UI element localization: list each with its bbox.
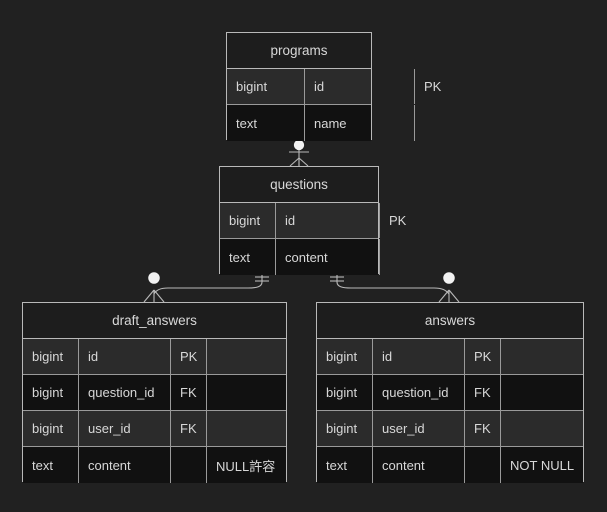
- attribute-type: bigint: [317, 339, 373, 374]
- attribute-key: PK: [465, 339, 501, 374]
- entity-title-answers: answers: [317, 303, 583, 339]
- attribute-key: FK: [465, 375, 501, 410]
- attribute-note: NOT NULL: [510, 457, 575, 473]
- attribute-key: [465, 447, 501, 483]
- attribute-type: bigint: [23, 375, 79, 410]
- attribute-type: text: [317, 447, 373, 483]
- edge-programs-questions: [289, 139, 309, 167]
- attribute-type: bigint: [317, 375, 373, 410]
- attribute-key: PK: [171, 339, 207, 374]
- attribute-name: id: [305, 69, 415, 104]
- entity-title-questions: questions: [220, 167, 378, 203]
- attribute-name: content: [79, 447, 171, 483]
- entity-title-programs: programs: [227, 33, 371, 69]
- attribute-key: PK: [389, 213, 407, 228]
- attribute-name: name: [305, 105, 415, 141]
- attribute-key: FK: [171, 411, 207, 446]
- attribute-name: user_id: [373, 411, 465, 446]
- attribute-key: [380, 239, 418, 275]
- attribute-note: [501, 411, 585, 446]
- attribute-type: bigint: [220, 203, 276, 238]
- attribute-key: [415, 105, 461, 141]
- attribute-note: [207, 339, 288, 374]
- attribute-name: question_id: [79, 375, 171, 410]
- attribute-name: question_id: [373, 375, 465, 410]
- attribute-note: [207, 375, 288, 410]
- attribute-type: text: [220, 239, 276, 275]
- edge-questions-answers: [330, 272, 460, 303]
- attribute-key: [171, 447, 207, 483]
- attribute-type: text: [227, 105, 305, 141]
- attribute-note: [501, 339, 585, 374]
- attribute-note: NULL許容: [216, 458, 276, 474]
- edge-questions-draft-answers: [143, 272, 269, 303]
- attribute-name: id: [373, 339, 465, 374]
- entity-title-draft_answers: draft_answers: [23, 303, 286, 339]
- attribute-type: bigint: [23, 411, 79, 446]
- attribute-note: [501, 375, 585, 410]
- attribute-type: bigint: [317, 411, 373, 446]
- attribute-type: bigint: [227, 69, 305, 104]
- attribute-key: PK: [424, 79, 442, 94]
- attribute-type: text: [23, 447, 79, 483]
- attribute-name: user_id: [79, 411, 171, 446]
- attribute-name: content: [276, 239, 380, 275]
- attribute-note: [207, 411, 288, 446]
- attribute-key: FK: [171, 375, 207, 410]
- attribute-type: bigint: [23, 339, 79, 374]
- attribute-name: id: [79, 339, 171, 374]
- attribute-name: content: [373, 447, 465, 483]
- attribute-name: id: [276, 203, 380, 238]
- attribute-key: FK: [465, 411, 501, 446]
